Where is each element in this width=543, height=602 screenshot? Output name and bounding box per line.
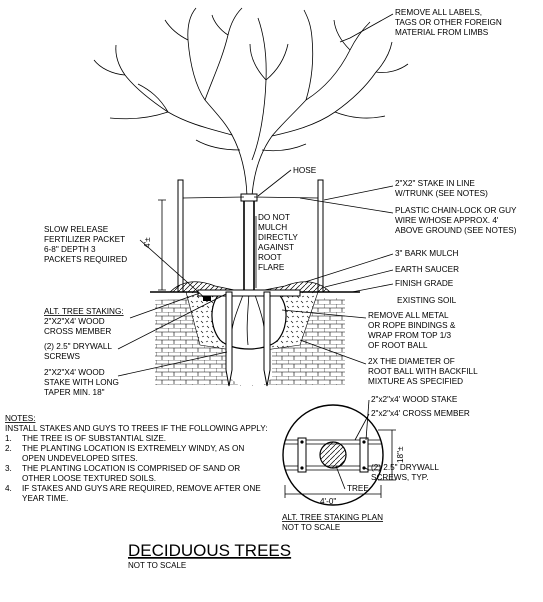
- chain-lock-note: PLASTIC CHAIN-LOCK OR GUY WIRE W/HOSE AP…: [395, 206, 519, 235]
- plan-tree-label: TREE: [347, 484, 369, 493]
- plan-width-dim: 4'-0": [320, 497, 336, 506]
- height-dim-text: 4'±: [143, 237, 152, 248]
- diameter-note: 2X THE DIAMETER OF ROOT BALL WITH BACKFI…: [368, 357, 480, 386]
- notes-intro: INSTALL STAKES AND GUYS TO TREES IF THE …: [5, 424, 268, 433]
- tapered-stake-left: [225, 291, 233, 387]
- height-dimension: [158, 199, 166, 291]
- alt-staking-label: ALT. TREE STAKING:: [44, 307, 124, 316]
- plan-stake-right: [359, 437, 369, 473]
- bark-mulch-label: 3" BARK MULCH: [395, 249, 459, 258]
- stake-in-line-note: 2"X2" STAKE IN LINE W/TRUNK (SEE NOTES): [395, 179, 488, 198]
- hose-label: HOSE: [293, 166, 317, 175]
- plan-screws-label: (2) 2.5" DRYWALL SCREWS, TYP.: [371, 463, 441, 482]
- drywall-screws-note: (2) 2.5" DRYWALL SCREWS: [44, 342, 114, 361]
- do-not-mulch-note: DO NOT MULCH DIRECTLY AGAINST ROOT FLARE: [258, 213, 300, 272]
- remove-metal-note: REMOVE ALL METAL OR ROPE BINDINGS & WRAP…: [368, 311, 458, 350]
- earth-saucer-label: EARTH SAUCER: [395, 265, 459, 274]
- note-4: 4. IF STAKES AND GUYS ARE REQUIRED, REMO…: [5, 484, 263, 503]
- root-ball: [211, 291, 287, 350]
- notes-block: NOTES: INSTALL STAKES AND GUYS TO TREES …: [5, 414, 268, 503]
- note-2: 2. THE PLANTING LOCATION IS EXTREMELY WI…: [5, 444, 247, 463]
- plan-wood-stake-label: 2"x2"x4' WOOD STAKE: [371, 395, 458, 404]
- cross-member-note: 2"X2"X4' WOOD CROSS MEMBER: [44, 317, 111, 336]
- guy-wires: [182, 196, 319, 199]
- slow-release-note: SLOW RELEASE FERTILIZER PACKET 6-8" DEPT…: [44, 225, 127, 264]
- fertilizer-packet: [203, 296, 211, 301]
- tree-canopy: [93, 7, 409, 197]
- plan-height-dim: 18"±: [396, 446, 405, 463]
- finish-grade-label: FINISH GRADE: [395, 279, 454, 288]
- drawing-subtitle: NOT TO SCALE: [128, 561, 186, 570]
- note-3: 3. THE PLANTING LOCATION IS COMPRISED OF…: [5, 464, 243, 483]
- remove-labels-note: REMOVE ALL LABELS, TAGS OR OTHER FOREIGN…: [395, 8, 504, 37]
- tree-trunk: [243, 196, 255, 292]
- right-stake: [317, 179, 324, 293]
- tapered-stake-right: [263, 291, 271, 387]
- plan-stake-left: [297, 437, 307, 473]
- plan-cross-member-label: 2"x2"x4' CROSS MEMBER: [371, 409, 470, 418]
- plan-subtitle: NOT TO SCALE: [282, 523, 340, 532]
- left-stake: [177, 179, 184, 293]
- note-1: 1. THE TREE IS OF SUBSTANTIAL SIZE.: [5, 434, 166, 443]
- existing-soil-label: EXISTING SOIL: [397, 296, 457, 305]
- drawing-title: DECIDUOUS TREES: [128, 541, 291, 560]
- staking-plan: 4'-0" 18"± 2"x2"x4' WOOD STAKE 2"x2"x4' …: [282, 395, 470, 532]
- notes-heading: NOTES:: [5, 414, 35, 423]
- hose-band: [240, 193, 258, 202]
- cross-member: [197, 289, 301, 297]
- plan-title: ALT. TREE STAKING PLAN: [282, 513, 383, 522]
- plan-tree: [319, 441, 347, 469]
- wood-stake-note: 2"X2"X4' WOOD STAKE WITH LONG TAPER MIN.…: [44, 368, 121, 397]
